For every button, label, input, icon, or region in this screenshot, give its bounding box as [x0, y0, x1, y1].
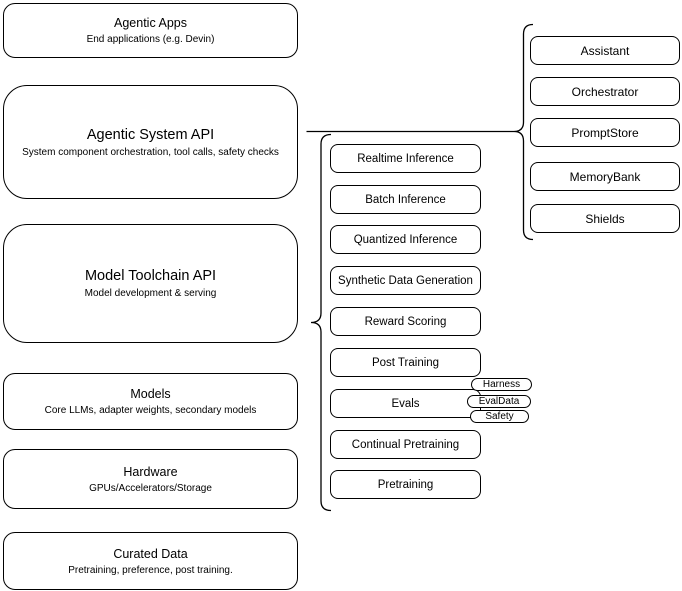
node-label: Quantized Inference	[353, 233, 458, 246]
node-realtime-inference: Realtime Inference	[330, 144, 481, 173]
node-label: Continual Pretraining	[351, 438, 460, 451]
node-title: Model Toolchain API	[84, 268, 217, 284]
node-label: Assistant	[580, 43, 630, 58]
node-subtitle: GPUs/Accelerators/Storage	[89, 482, 212, 494]
node-promptstore: PromptStore	[530, 118, 680, 147]
tag-safety: Safety	[470, 410, 529, 423]
node-memorybank: MemoryBank	[530, 162, 680, 191]
tag-harness: Harness	[471, 378, 532, 391]
node-label: Reward Scoring	[364, 315, 447, 328]
node-label: Batch Inference	[365, 193, 446, 206]
node-shields: Shields	[530, 204, 680, 233]
node-subtitle: Model development & serving	[84, 288, 217, 299]
node-model-toolchain-api: Model Toolchain API Model development & …	[3, 224, 298, 343]
node-evals: Evals	[330, 389, 481, 418]
node-agentic-system-api: Agentic System API System component orch…	[3, 85, 298, 199]
node-subtitle: System component orchestration, tool cal…	[22, 146, 279, 158]
node-label: Post Training	[371, 356, 440, 369]
node-label: Synthetic Data Generation	[338, 274, 473, 287]
node-label: Pretraining	[377, 478, 434, 491]
node-label: Shields	[585, 211, 625, 226]
node-title: Agentic Apps	[114, 16, 187, 30]
node-models: Models Core LLMs, adapter weights, secon…	[3, 373, 298, 430]
node-label: PromptStore	[571, 125, 639, 140]
node-quantized-inference: Quantized Inference	[330, 225, 481, 254]
tag-label: Safety	[485, 411, 514, 422]
node-continual-pretraining: Continual Pretraining	[330, 430, 481, 459]
node-title: Agentic System API	[86, 126, 215, 143]
tag-evaldata: EvalData	[467, 395, 531, 408]
node-label: MemoryBank	[569, 169, 641, 184]
node-post-training: Post Training	[330, 348, 481, 377]
node-title: Curated Data	[113, 546, 188, 561]
node-synthetic-data-generation: Synthetic Data Generation	[330, 266, 481, 295]
node-batch-inference: Batch Inference	[330, 185, 481, 214]
node-subtitle: Core LLMs, adapter weights, secondary mo…	[44, 405, 257, 416]
node-orchestrator: Orchestrator	[530, 77, 680, 106]
node-subtitle: End applications (e.g. Devin)	[86, 34, 215, 45]
node-curated-data: Curated Data Pretraining, preference, po…	[3, 532, 298, 590]
node-label: Orchestrator	[571, 84, 639, 99]
node-assistant: Assistant	[530, 36, 680, 65]
node-label: Evals	[391, 397, 420, 410]
tag-label: Harness	[482, 379, 521, 390]
node-pretraining: Pretraining	[330, 470, 481, 499]
tag-label: EvalData	[478, 396, 520, 407]
node-reward-scoring: Reward Scoring	[330, 307, 481, 336]
node-title: Models	[130, 387, 171, 401]
node-subtitle: Pretraining, preference, post training.	[68, 564, 233, 576]
node-hardware: Hardware GPUs/Accelerators/Storage	[3, 449, 298, 509]
node-label: Realtime Inference	[357, 152, 454, 165]
node-title: Hardware	[123, 464, 178, 479]
toolchain-group-bracket	[310, 133, 332, 512]
node-agentic-apps: Agentic Apps End applications (e.g. Devi…	[3, 3, 298, 58]
